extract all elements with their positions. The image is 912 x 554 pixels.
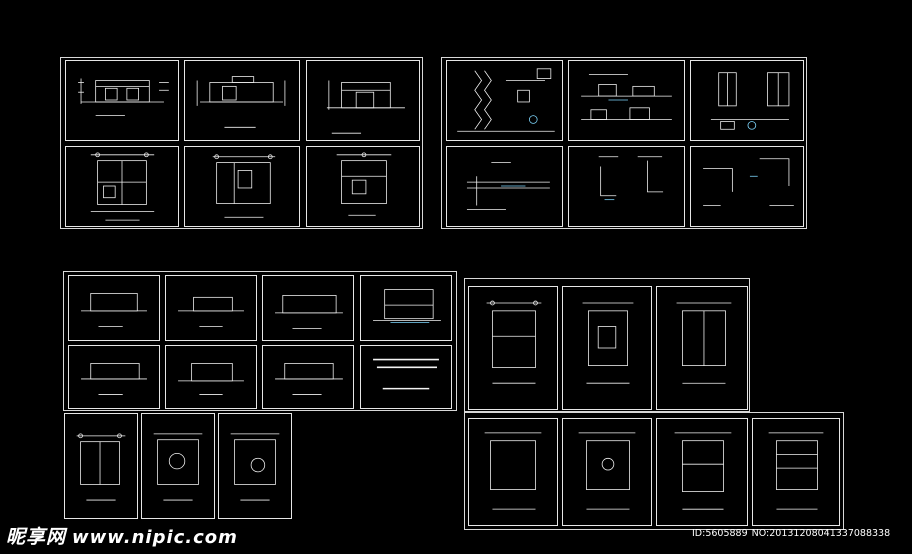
- watermark-site-url: www.nipic.com: [72, 527, 238, 548]
- sheet-plan-drawing: [674, 432, 732, 510]
- drawing-sheet[interactable]: [690, 146, 804, 227]
- drawing-sheet[interactable]: [468, 286, 558, 410]
- drawing-sheet[interactable]: [65, 60, 179, 141]
- drawing-sheet[interactable]: [562, 286, 652, 410]
- drawing-sheet[interactable]: [562, 418, 652, 526]
- drawing-sheet[interactable]: [184, 146, 300, 227]
- drawing-sheet[interactable]: [68, 345, 160, 409]
- sheet-plan-drawing: [212, 154, 276, 218]
- drawing-sheet[interactable]: [568, 146, 685, 227]
- sheet-section-drawing: [81, 363, 147, 395]
- drawing-sheet[interactable]: [64, 413, 138, 519]
- drawing-sheet[interactable]: [65, 146, 179, 227]
- drawing-sheet[interactable]: [656, 418, 748, 526]
- drawing-group-5: [464, 412, 844, 530]
- drawing-sheet[interactable]: [218, 413, 292, 519]
- sheet-elevation-drawing: [196, 76, 286, 128]
- sheet-detail-drawing: [457, 68, 555, 132]
- sheet-section-drawing: [581, 74, 672, 120]
- sheet-elevation-drawing: [275, 295, 343, 329]
- drawing-sheet[interactable]: [184, 60, 300, 141]
- drawing-sheet[interactable]: [446, 146, 563, 227]
- sheet-elevation-drawing: [81, 293, 147, 327]
- drawing-group-1: [60, 57, 423, 229]
- watermark-no-text: NO:20131208041337088338: [751, 528, 891, 539]
- drawing-sheet[interactable]: [752, 418, 840, 526]
- drawing-sheet[interactable]: [141, 413, 215, 519]
- sheet-detail-drawing: [703, 158, 794, 206]
- drawing-sheet[interactable]: [262, 345, 354, 409]
- sheet-elevation-drawing: [78, 78, 169, 117]
- drawing-sheet[interactable]: [468, 418, 558, 526]
- watermark-id-text: ID:5605889: [692, 528, 748, 539]
- drawing-sheet[interactable]: [568, 60, 685, 141]
- sheet-section-drawing: [373, 289, 441, 323]
- sheet-plan-drawing: [336, 152, 392, 216]
- drawing-sheet[interactable]: [446, 60, 563, 141]
- sheet-section-drawing: [275, 363, 343, 395]
- sheet-door-detail-drawing: [710, 72, 790, 130]
- drawing-sheet[interactable]: [690, 60, 804, 141]
- sheet-plan-drawing: [582, 302, 634, 384]
- sheet-plan-drawing: [486, 300, 542, 384]
- watermark-site-name: 昵享网: [6, 526, 67, 548]
- drawing-group-3: [63, 271, 457, 411]
- sheet-elevation-drawing: [178, 296, 244, 327]
- sheet-plan-drawing: [484, 432, 542, 510]
- sheet-cover-drawing: [373, 358, 439, 390]
- sheet-plan-drawing: [76, 433, 126, 501]
- sheet-plan-drawing: [768, 432, 824, 510]
- sheet-detail-drawing: [598, 156, 664, 201]
- drawing-sheet[interactable]: [165, 345, 257, 409]
- sheet-plan-drawing: [153, 433, 203, 501]
- drawing-group-4: [464, 278, 750, 412]
- sheet-section-drawing: [178, 363, 244, 395]
- drawing-sheet[interactable]: [68, 275, 160, 341]
- drawing-sheet[interactable]: [306, 60, 420, 141]
- drawing-sheet-cover[interactable]: [360, 345, 452, 409]
- sheet-plan-drawing: [230, 433, 280, 501]
- sheet-plan-drawing: [90, 152, 155, 221]
- sheet-elevation-drawing: [326, 80, 405, 134]
- drawing-sheet[interactable]: [360, 275, 452, 341]
- drawing-sheet[interactable]: [306, 146, 420, 227]
- sheet-plan-drawing: [578, 432, 636, 510]
- sheet-section-drawing: [466, 162, 550, 210]
- drawing-group-2: [441, 57, 807, 229]
- sheet-plan-drawing: [676, 302, 732, 384]
- drawing-sheet[interactable]: [262, 275, 354, 341]
- drawing-sheet[interactable]: [656, 286, 748, 410]
- drawing-sheet[interactable]: [165, 275, 257, 341]
